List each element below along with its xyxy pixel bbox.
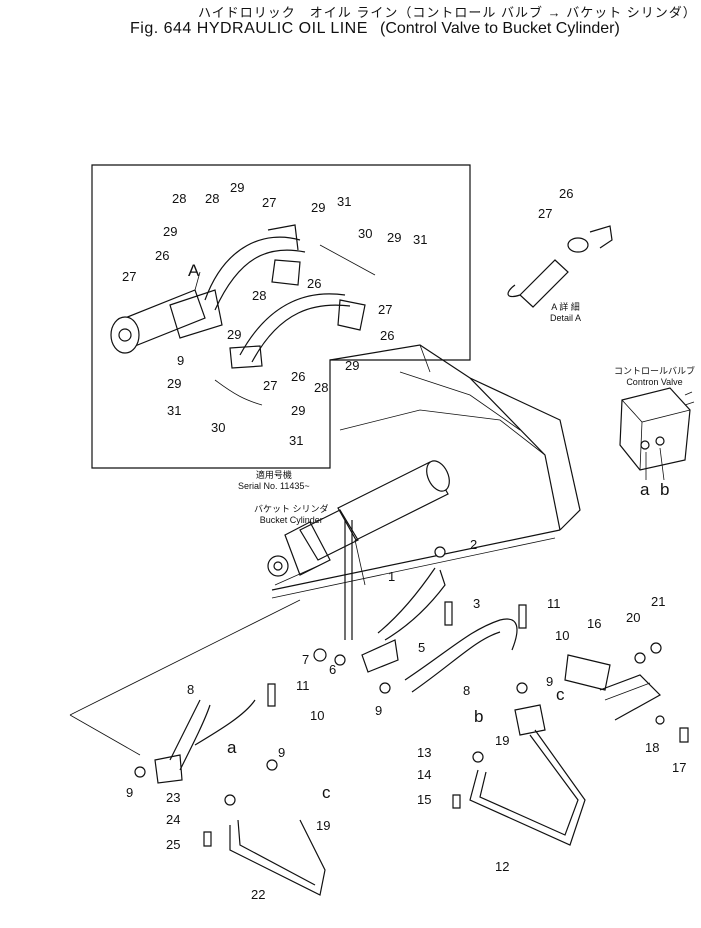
callout-6: 6 [329, 662, 336, 677]
callout-3: 3 [473, 596, 480, 611]
cylinder-caption-jp: バケット シリンダ [254, 504, 329, 514]
bucket-cylinder [267, 460, 450, 586]
callout-29c: 29 [163, 224, 177, 239]
port-b-pipe: b [474, 707, 483, 726]
callout-29g: 29 [167, 376, 181, 391]
figure-number: Fig. 644 [130, 20, 192, 37]
control-valve [619, 387, 695, 481]
callout-16: 16 [587, 616, 601, 631]
callout-27c: 27 [378, 302, 392, 317]
callout-14: 14 [417, 767, 431, 782]
callout-15: 15 [417, 792, 431, 807]
callout-8b: 8 [187, 682, 194, 697]
inset-leader [69, 599, 301, 756]
port-c-left: c [322, 783, 331, 802]
cylinder-caption-en: Bucket Cylinder [259, 515, 323, 525]
callout-1: 1 [388, 569, 395, 584]
callout-17: 17 [672, 760, 686, 775]
callout-5: 5 [418, 640, 425, 655]
cylinder-caption: バケット シリンダ Bucket Cylinder [254, 504, 329, 526]
callout-27b: 27 [122, 269, 136, 284]
serial-caption: 適用号機 Serial No. 11435~ [238, 470, 310, 492]
main-pipes [154, 520, 611, 896]
title-subtitle: (Control Valve to Bucket Cylinder) [380, 20, 620, 37]
callout-9e: 9 [126, 785, 133, 800]
callout-23: 23 [166, 790, 180, 805]
callout-26a: 26 [155, 248, 169, 263]
callout-26d: 26 [291, 369, 305, 384]
inset-frame [91, 164, 471, 469]
callout-12: 12 [495, 859, 509, 874]
callout-9a: 9 [177, 353, 184, 368]
callout-22: 22 [251, 887, 265, 902]
callout-20: 20 [626, 610, 640, 625]
callout-28a: 28 [172, 191, 186, 206]
callout-2: 2 [470, 537, 477, 552]
callout-18: 18 [645, 740, 659, 755]
callout-19b: 19 [316, 818, 330, 833]
serial-caption-jp: 適用号機 [255, 470, 292, 480]
small-parts [134, 546, 689, 847]
callout-30b: 30 [211, 420, 225, 435]
title-japanese: ハイドロリック オイル ライン（コントロール バルブ → バケット シリンダ） [198, 5, 697, 20]
callout-21: 21 [651, 594, 665, 609]
callout-29h: 29 [291, 403, 305, 418]
callout-9c: 9 [375, 703, 382, 718]
detail-a-caption-en: Detail A [550, 313, 582, 323]
callout-26c: 26 [380, 328, 394, 343]
detail-a-caption: A 詳 細 Detail A [550, 302, 581, 324]
callout-31c: 31 [167, 403, 181, 418]
inset-cylinder-assembly [110, 224, 376, 406]
callout-11b: 11 [296, 678, 310, 693]
callout-7: 7 [302, 652, 309, 667]
callout-26b: 26 [307, 276, 321, 291]
callout-29f: 29 [345, 358, 359, 373]
valve-caption: コントロールバルブ Contron Valve [614, 366, 695, 388]
callout-28d: 28 [314, 380, 328, 395]
callout-27d: 27 [263, 378, 277, 393]
detail-a-caption-jp: A 詳 細 [551, 302, 580, 312]
callout-25: 25 [166, 837, 180, 852]
callout-31d: 31 [289, 433, 303, 448]
callout-9b: 9 [546, 674, 553, 689]
detail-a-marker: A [188, 261, 200, 280]
callout-11a: 11 [547, 596, 561, 611]
valve-caption-en: Contron Valve [626, 377, 683, 387]
callout-27e: 27 [538, 206, 552, 221]
callout-26e: 26 [559, 186, 573, 201]
callout-29a: 29 [230, 180, 244, 195]
callout-28c: 28 [252, 288, 266, 303]
callout-10b: 10 [310, 708, 324, 723]
port-a-pipe: a [227, 738, 237, 757]
callout-31a: 31 [337, 194, 351, 209]
callout-10a: 10 [555, 628, 569, 643]
port-c-right: c [556, 685, 565, 704]
callout-28b: 28 [205, 191, 219, 206]
callout-8a: 8 [463, 683, 470, 698]
callout-31b: 31 [413, 232, 427, 247]
detail-a-view [507, 225, 613, 308]
callout-9d: 9 [278, 745, 285, 760]
port-b-valve: b [660, 480, 669, 499]
callout-27a: 27 [262, 195, 276, 210]
callout-19a: 19 [495, 733, 509, 748]
callout-13: 13 [417, 745, 431, 760]
callout-29d: 29 [387, 230, 401, 245]
figure-name: HYDRAULIC OIL LINE [196, 20, 368, 37]
callout-29b: 29 [311, 200, 325, 215]
callout-30a: 30 [358, 226, 372, 241]
bucket-body [271, 344, 661, 721]
callout-labels: 28 28 29 27 29 31 29 30 29 31 26 A 27 26… [122, 180, 686, 902]
valve-caption-jp: コントロールバルブ [614, 366, 696, 376]
serial-caption-en: Serial No. 11435~ [238, 481, 310, 491]
callout-29e: 29 [227, 327, 241, 342]
callout-24: 24 [166, 812, 180, 827]
title-figure: Fig. 644 HYDRAULIC OIL LINE [130, 20, 368, 38]
port-a-valve: a [640, 480, 650, 499]
